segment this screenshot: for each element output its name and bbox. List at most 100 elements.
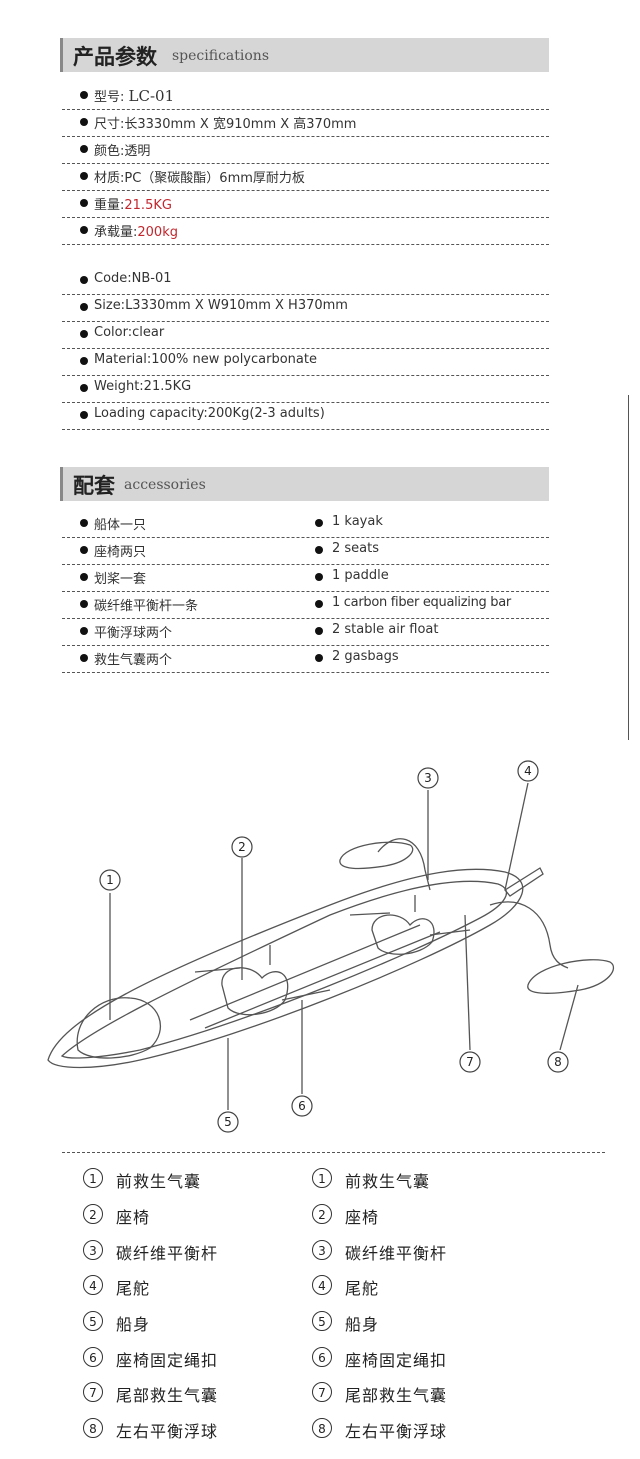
legend-label: 前救生气囊 [116,1172,202,1191]
accessory-row: 船体一只 1 kayak [62,510,549,538]
kayak-diagram: 1 2 3 4 5 6 7 8 [47,760,615,1133]
front-gasbag [76,997,161,1059]
number-badge: 1 [83,1168,103,1188]
accessory-en: 1 kayak [332,514,383,529]
number-badge: 5 [312,1311,332,1331]
spec-zh-value: 长3330mm X 宽910mm X 高370mm [124,117,357,132]
accessory-row: 平衡浮球两个 2 stable air float [62,618,549,646]
number-badge: 7 [83,1382,103,1402]
spec-zh-row: 颜色:透明 [62,136,549,164]
accessory-zh: 碳纤维平衡杆一条 [94,599,199,614]
svg-text:2: 2 [238,840,246,854]
floor-rail [189,924,421,1021]
callout-8: 8 [547,1051,569,1073]
spec-zh-label: 型号: [94,90,125,105]
bullet-icon [80,145,88,153]
spec-zh-row: 尺寸:长3330mm X 宽910mm X 高370mm [62,109,549,137]
callout-1: 1 [99,869,121,891]
accessory-row: 座椅两只 2 seats [62,537,549,565]
bullet-icon [80,303,88,311]
accessories-header: 配套 accessories [60,467,549,501]
svg-text:8: 8 [554,1055,562,1069]
bullet-icon [80,519,88,527]
bullet-icon [80,654,88,662]
svg-text:4: 4 [524,764,532,778]
legend-label: 尾部救生气囊 [345,1386,448,1405]
bullet-icon [315,546,323,554]
spec-en-text: Code:NB-01 [94,271,172,286]
specifications-header: 产品参数 specifications [60,38,549,72]
legend-label: 尾舵 [345,1279,380,1298]
bullet-icon [80,600,88,608]
spec-zh-label: 重量: [94,198,125,213]
spec-zh-label: 尺寸: [94,117,125,132]
accessories-title-zh: 配套 [73,474,115,498]
bullet-icon [80,627,88,635]
number-badge: 6 [83,1347,103,1367]
spec-zh-row: 重量:21.5KG [62,190,549,218]
svg-text:5: 5 [224,1115,232,1129]
spec-zh-label: 承载量: [94,225,138,240]
side-rule [628,395,629,740]
right-float [527,959,615,994]
legend-label: 左右平衡浮球 [345,1422,448,1441]
bullet-icon [80,384,88,392]
bullet-icon [315,600,323,608]
number-badge: 4 [312,1275,332,1295]
accessory-zh: 座椅两只 [94,545,147,560]
number-badge: 8 [83,1418,103,1438]
spec-en-row: Code:NB-01 [62,267,549,295]
spec-zh-row: 型号: LC-01 [62,82,549,110]
balance-bar [489,901,569,969]
bullet-icon [315,627,323,635]
bullet-icon [80,573,88,581]
spec-zh-label: 颜色: [94,144,125,159]
spec-zh-value: 透明 [124,144,151,159]
number-badge: 2 [312,1204,332,1224]
bullet-icon [80,546,88,554]
spec-en-text: Color:clear [94,325,165,340]
svg-text:7: 7 [466,1055,474,1069]
legend-label: 船身 [345,1315,380,1334]
spec-en-text: Weight:21.5KG [94,379,192,394]
legend-label: 碳纤维平衡杆 [345,1244,448,1263]
spec-en-text: Material:100% new polycarbonate [94,352,317,367]
bullet-icon [315,654,323,662]
number-badge: 6 [312,1347,332,1367]
legend-label: 前救生气囊 [345,1172,431,1191]
balance-bar [377,838,431,891]
seat-strap [194,945,331,1001]
left-float [339,841,414,870]
legend-label: 座椅 [116,1208,151,1227]
floor-rail [204,931,441,1029]
accessory-en: 2 gasbags [332,649,399,664]
spec-zh-value: LC-01 [128,87,175,105]
spec-en-row: Color:clear [62,321,549,349]
spec-en-text: Size:L3330mm X W910mm X H370mm [94,298,348,313]
spec-en-row: Weight:21.5KG [62,375,549,403]
bullet-icon [315,519,323,527]
accessories-title-en: accessories [124,477,206,493]
number-badge: 1 [312,1168,332,1188]
legend-label: 尾舵 [116,1279,151,1298]
spec-zh-value-highlight: 21.5KG [124,198,172,213]
callout-5: 5 [217,1111,239,1133]
callout-3: 3 [417,767,439,789]
specifications-title-en: specifications [172,48,270,64]
accessory-en: 2 seats [332,541,380,556]
spec-zh-row: 材质:PC（聚碳酸酯）6mm厚耐力板 [62,163,549,191]
hull-inner-rim [60,880,508,1059]
number-badge: 7 [312,1382,332,1402]
bullet-icon [80,118,88,126]
hull-outline [47,868,524,1069]
legend-label: 座椅固定绳扣 [345,1351,448,1370]
seat-strap [349,895,471,936]
spec-zh-value-highlight: 200kg [137,225,178,240]
number-badge: 2 [83,1204,103,1224]
svg-text:6: 6 [298,1099,306,1113]
accessory-zh: 划桨一套 [94,572,147,587]
number-badge: 4 [83,1275,103,1295]
bullet-icon [80,91,88,99]
legend-label: 尾部救生气囊 [116,1386,219,1405]
spec-en-row: Loading capacity:200Kg(2-3 adults) [62,402,549,430]
